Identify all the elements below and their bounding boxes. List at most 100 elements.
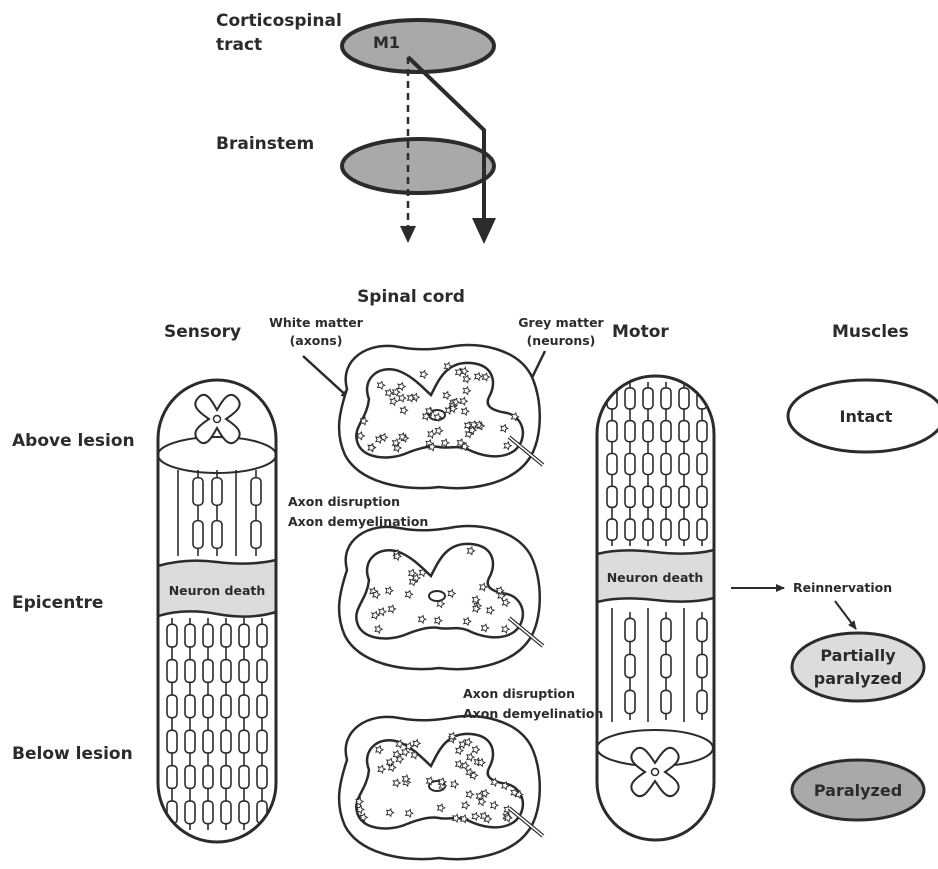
myelin-segment [251,478,261,506]
myelin-segment [643,519,653,540]
myelin-segment [185,660,195,683]
grey-matter-label-line1: Grey matter [518,315,604,330]
myelin-segment [679,519,689,540]
myelin-segment [625,690,635,713]
brainstem-ellipse [342,139,494,193]
myelin-segment [661,486,671,507]
muscles-header: Muscles [832,322,909,342]
myelin-segment [643,486,653,507]
myelin-segment [679,421,689,442]
myelin-segment [661,690,671,713]
white-matter-pointer [303,356,349,398]
myelin-segment [221,766,231,789]
myelin-segment [661,519,671,540]
sensory-fibers [167,470,267,830]
myelin-segment [203,624,213,647]
myelin-segment [185,695,195,718]
myelin-segment [257,730,267,753]
myelin-segment [625,454,635,475]
row-label-above: Above lesion [12,431,135,451]
myelin-segment [679,486,689,507]
myelin-segment [193,478,203,506]
myelin-segment [185,801,195,824]
myelin-segment [625,388,635,409]
myelin-segment [203,730,213,753]
corticospinal-label-line2: tract [216,35,262,55]
sensory-header: Sensory [164,322,241,342]
myelin-segment [607,421,617,442]
cord-group [339,526,543,669]
myelin-segment [239,801,249,824]
myelin-segment [661,654,671,677]
myelin-segment [625,421,635,442]
myelin-segment [607,486,617,507]
grey-matter-label-line2: (neurons) [527,333,596,348]
myelin-segment [697,454,707,475]
myelin-segment [643,421,653,442]
reinnervation-label: Reinnervation [793,580,892,595]
cord-section-epicentre [339,526,543,669]
myelin-segment [212,521,222,549]
myelin-segment [221,801,231,824]
myelin-segment [221,695,231,718]
myelin-segment [625,519,635,540]
myelin-segment [661,454,671,475]
myelin-segment [239,730,249,753]
cord-group [339,716,543,859]
motor-header: Motor [612,322,669,342]
myelin-segment [697,690,707,713]
cord-section-below [339,716,543,859]
cord-group [339,345,543,488]
myelin-segment [661,388,671,409]
myelin-segment [257,766,267,789]
myelin-segment [203,766,213,789]
muscle-intact-label: Intact [840,407,893,426]
myelin-segment [625,486,635,507]
myelin-segment [251,521,261,549]
central-canal [429,591,445,601]
myelin-segment [643,388,653,409]
motor-column [590,376,720,840]
brainstem-label: Brainstem [216,134,314,154]
myelin-segment [167,695,177,718]
row-label-epicentre: Epicentre [12,593,103,613]
myelin-segment [185,624,195,647]
myelin-segment [185,730,195,753]
spinal-cord-header: Spinal cord [357,287,465,307]
myelin-segment [257,695,267,718]
myelin-segment [697,618,707,641]
m1-label: M1 [373,33,400,52]
row-label-below: Below lesion [12,744,133,764]
sensory-column [150,380,285,842]
myelin-segment [697,486,707,507]
myelin-segment [697,519,707,540]
myelin-segment [239,695,249,718]
myelin-segment [167,766,177,789]
myelin-segment [679,454,689,475]
muscle-partially-label-line1: Partially [820,646,896,665]
motor-neuron-death-label: Neuron death [607,570,704,585]
myelin-segment [239,660,249,683]
axon-demyelination-label-2: Axon demyelination [463,706,603,721]
myelin-segment [661,421,671,442]
myelin-segment [697,421,707,442]
myelin-segment [679,388,689,409]
myelin-segment [697,654,707,677]
solid-tract-arrowhead [472,218,496,244]
axon-disruption-label-1: Axon disruption [288,494,400,509]
cord-section-above [339,345,543,488]
axon-disruption-label-2: Axon disruption [463,686,575,701]
myelin-segment [625,618,635,641]
myelin-segment [193,521,203,549]
corticospinal-label-line1: Corticospinal [216,11,342,31]
myelin-segment [212,478,222,506]
myelin-segment [239,624,249,647]
dashed-tract-arrowhead [400,226,416,243]
myelin-segment [607,519,617,540]
myelin-segment [221,624,231,647]
myelin-segment [203,695,213,718]
muscle-partially-label-line2: paralyzed [814,669,902,688]
sensory-neuron-death-label: Neuron death [169,583,266,598]
white-matter-label-line2: (axons) [290,333,343,348]
